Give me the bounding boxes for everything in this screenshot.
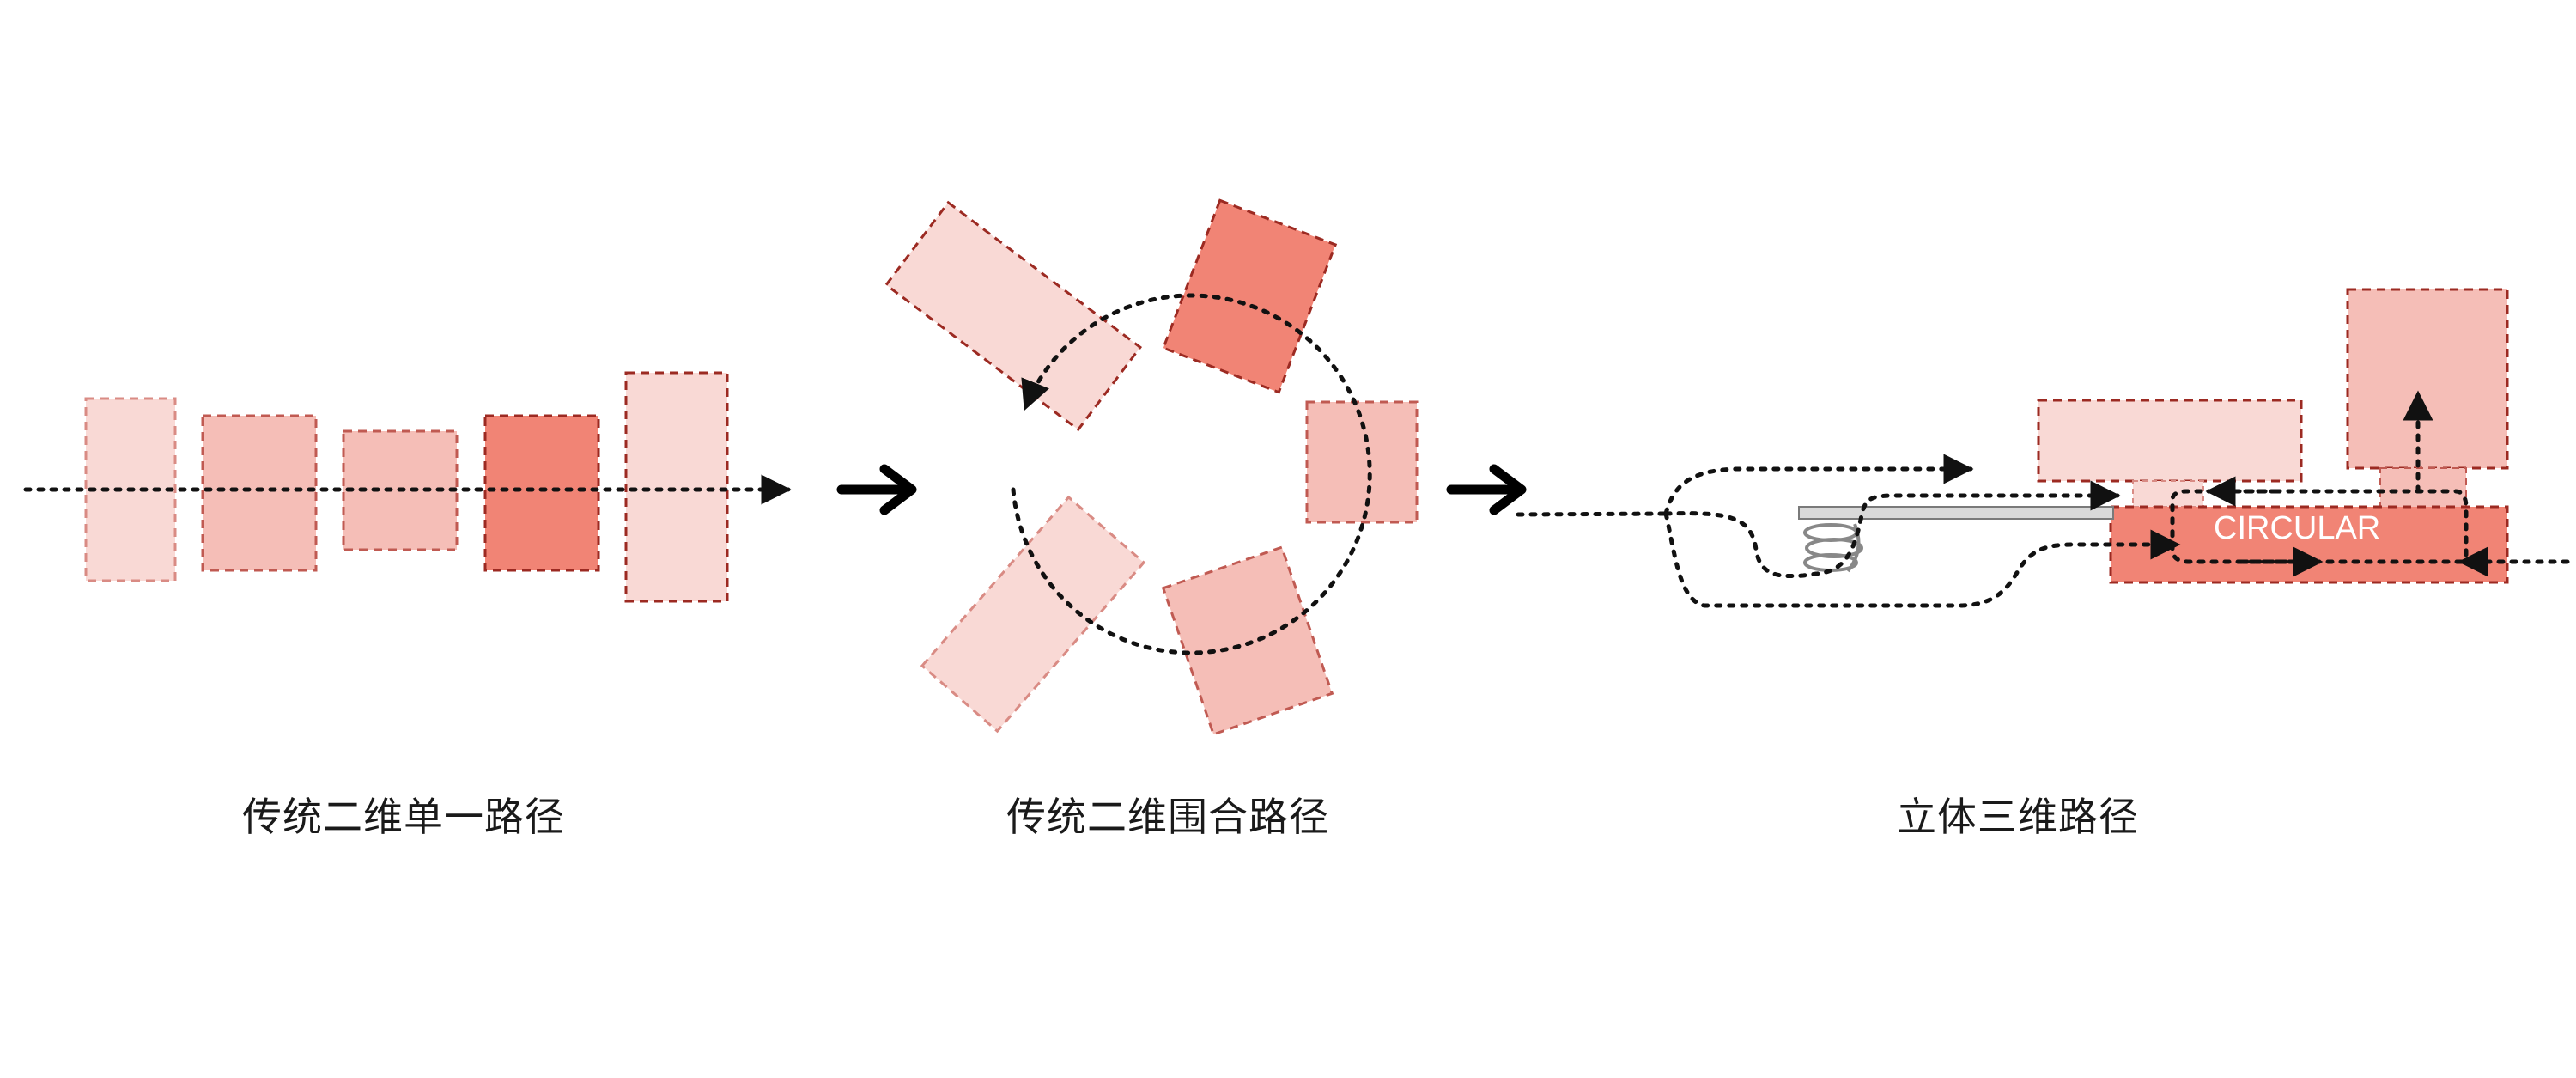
block-5 bbox=[624, 371, 729, 603]
transition-arrow-2 bbox=[1446, 464, 1527, 515]
block-top-left bbox=[884, 200, 1143, 432]
block-top-right bbox=[1161, 198, 1338, 394]
caption-linear-path: 传统二维单一路径 bbox=[242, 794, 565, 840]
three-d-path-routes bbox=[1516, 390, 2570, 608]
block-4 bbox=[483, 414, 600, 572]
upper-wide-block bbox=[2037, 399, 2303, 483]
block-bottom-left bbox=[920, 495, 1146, 734]
caption-enclosed-path: 传统二维围合路径 bbox=[1006, 794, 1329, 840]
ramp-bar bbox=[1798, 506, 2114, 520]
small-pale-block bbox=[2132, 480, 2204, 508]
linear-path-diagram bbox=[23, 371, 792, 603]
three-d-path-diagram: CIRCULAR bbox=[1516, 288, 2570, 608]
block-right bbox=[1305, 400, 1419, 524]
enclosed-path-circle bbox=[1011, 293, 1372, 655]
caption-three-d-path: 立体三维路径 bbox=[1897, 794, 2139, 840]
transition-arrow-1 bbox=[836, 464, 917, 515]
block-bottom-right bbox=[1161, 545, 1334, 736]
block-2 bbox=[201, 414, 318, 572]
circular-label: CIRCULAR bbox=[2214, 510, 2380, 546]
enclosed-path-diagram bbox=[884, 198, 1419, 736]
upper-tall-block bbox=[2346, 288, 2509, 470]
